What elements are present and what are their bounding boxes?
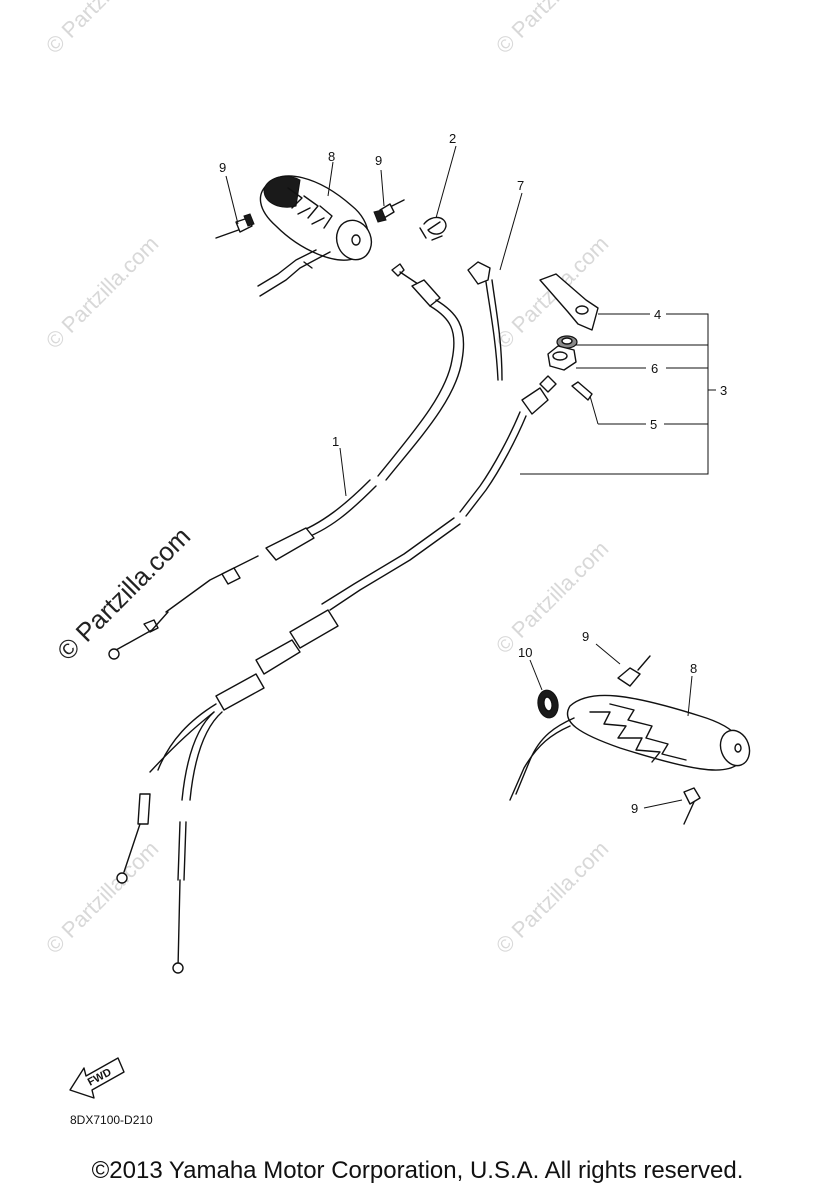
forward-arrow: FWD — [69, 1057, 125, 1099]
callout-labels: 2 8 9 9 7 4 6 3 5 1 9 10 8 9 — [219, 131, 727, 816]
watermark-layer: © Partzilla.com © Partzilla.com © Partzi… — [41, 0, 614, 959]
spacer-ring — [537, 689, 559, 719]
callout-1: 1 — [332, 434, 339, 449]
callout-3: 3 — [720, 383, 727, 398]
nut — [547, 345, 577, 371]
bolt-right-a — [617, 655, 651, 687]
callout-9: 9 — [219, 160, 226, 175]
watermark: © Partzilla.com — [41, 231, 164, 354]
callout-10: 10 — [518, 645, 532, 660]
callout-9: 9 — [582, 629, 589, 644]
cable-clip — [419, 216, 447, 241]
callout-9: 9 — [631, 801, 638, 816]
callout-7: 7 — [517, 178, 524, 193]
throttle-housing-cable — [116, 375, 557, 974]
callout-6: 6 — [651, 361, 658, 376]
watermark: © Partzilla.com — [41, 0, 164, 59]
callout-4: 4 — [654, 307, 661, 322]
watermark: © Partzilla.com — [491, 536, 614, 659]
throttle-cable — [108, 263, 465, 660]
left-handlebar-grip — [257, 175, 373, 297]
right-handlebar-grip — [509, 694, 751, 801]
callout-8: 8 — [690, 661, 697, 676]
watermark-main: © Partzilla.com — [51, 521, 196, 666]
cable-tie — [467, 261, 503, 381]
pin — [571, 381, 593, 401]
bolt-left-a — [215, 213, 255, 239]
callout-2: 2 — [449, 131, 456, 146]
diagram-code: 8DX7100-D210 — [70, 1113, 153, 1127]
callout-8: 8 — [328, 149, 335, 164]
throttle-lever — [539, 273, 599, 331]
watermark: © Partzilla.com — [491, 0, 614, 59]
leader-lines — [225, 145, 716, 809]
callout-9: 9 — [375, 153, 382, 168]
bolt-left-b — [373, 199, 405, 223]
bolt-right-b — [683, 787, 701, 825]
callout-5: 5 — [650, 417, 657, 432]
copyright-notice: ©2013 Yamaha Motor Corporation, U.S.A. A… — [91, 1157, 744, 1184]
watermark: © Partzilla.com — [41, 836, 164, 959]
washer — [556, 335, 578, 349]
watermark: © Partzilla.com — [491, 836, 614, 959]
